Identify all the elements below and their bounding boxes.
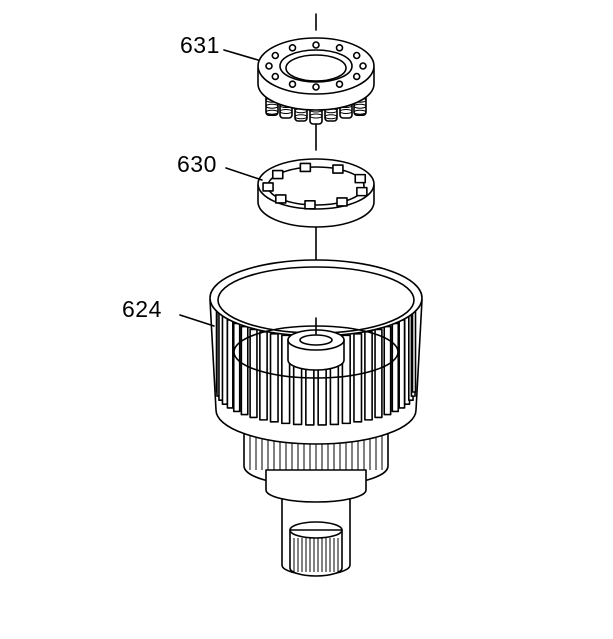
callout-631: 631 — [180, 32, 220, 58]
retainer-plate-top — [257, 37, 375, 95]
callout-630: 630 — [177, 151, 217, 177]
leader-line-624 — [179, 314, 215, 327]
part-624-clutch-housing — [209, 259, 423, 577]
leader-line-631 — [223, 49, 259, 61]
part-630-dam-ring — [257, 158, 375, 228]
leader-line-630 — [225, 167, 263, 181]
retainer-bolt-holes — [265, 41, 367, 91]
callout-624: 624 — [122, 296, 162, 322]
part-631-spring-retainer — [257, 37, 375, 125]
dam-ring-tabs — [262, 162, 368, 210]
output-shaft — [281, 479, 351, 577]
